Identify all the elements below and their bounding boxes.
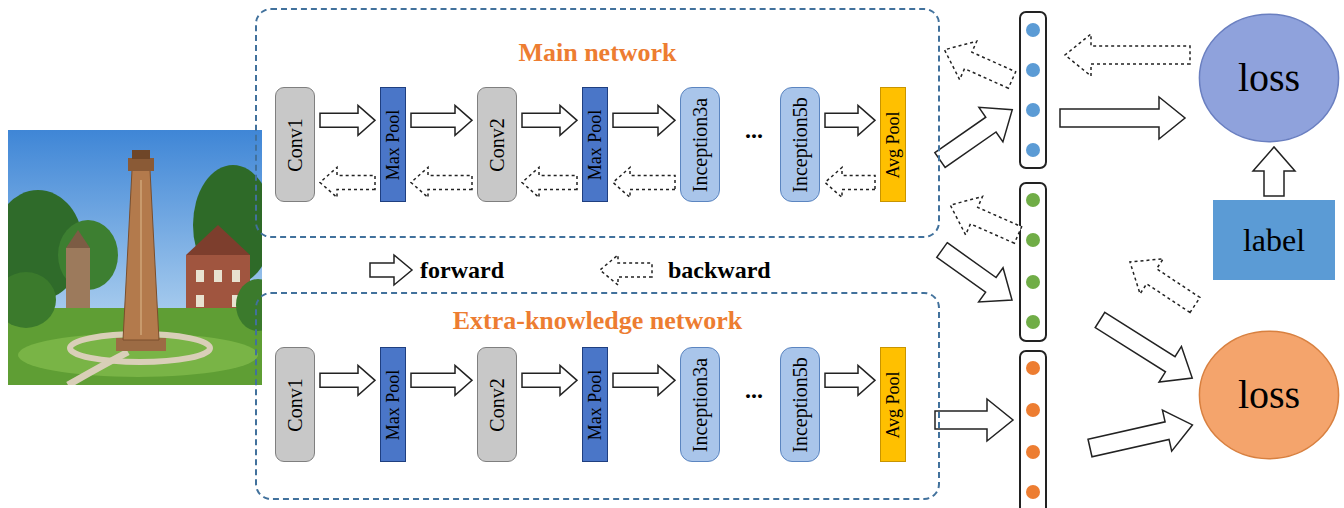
maxpool-box: Max Pool (582, 347, 608, 462)
feature-vector (1020, 351, 1046, 508)
node-text: label (1243, 224, 1305, 256)
network-box: Main networkConv1 Max Pool Conv2 Max Pool In… (255, 8, 940, 238)
photo (8, 130, 262, 385)
forward-arrow (613, 365, 675, 395)
forward-arrow (522, 365, 577, 395)
node-text: Avg Pool (884, 371, 902, 438)
avgpool-box: Avg Pool (880, 87, 906, 202)
legend-text: backward (668, 255, 771, 285)
forward-arrow (1060, 97, 1185, 139)
node-text: Conv2 (487, 378, 507, 431)
inception-box: Inception5b (780, 347, 820, 462)
network-title: Main network (257, 40, 938, 66)
loss-ellipse: loss (1198, 13, 1340, 143)
legend-text: forward (420, 255, 504, 285)
node-text: Max Pool (586, 369, 604, 440)
label-box: label (1213, 200, 1335, 280)
conv-box: Conv1 (275, 87, 315, 202)
avgpool-box: Avg Pool (880, 347, 906, 462)
node-text: Max Pool (586, 109, 604, 180)
forward-arrow (928, 93, 1024, 178)
loss-ellipse: loss (1198, 330, 1340, 460)
legend-arrow (600, 255, 652, 285)
conv-box: Conv2 (477, 87, 517, 202)
maxpool-box: Max Pool (380, 347, 406, 462)
feature-vector (1020, 12, 1046, 168)
inception-box: Inception5b (780, 87, 820, 202)
forward-arrow (320, 105, 375, 135)
backward-arrow (1118, 244, 1206, 322)
conv-box: Conv1 (275, 347, 315, 462)
forward-arrow (320, 365, 375, 395)
forward-arrow (1253, 147, 1295, 196)
inception-box: Inception3a (680, 87, 720, 202)
node-text: loss (1238, 58, 1300, 98)
forward-arrow (825, 105, 875, 135)
node-text: Max Pool (384, 369, 402, 440)
forward-arrow (613, 105, 675, 135)
legend-arrow (370, 255, 412, 285)
node-text: Conv1 (285, 118, 305, 171)
conv-box: Conv2 (477, 347, 517, 462)
backward-arrow (411, 167, 472, 197)
node-text: Conv2 (487, 118, 507, 171)
forward-arrow (1089, 302, 1204, 396)
network-box: Extra-knowledge networkConv1 Max Pool Conv… (255, 292, 940, 500)
backward-arrow (1065, 34, 1190, 76)
forward-arrow (1085, 404, 1197, 468)
ellipsis-mark: ... (745, 376, 763, 404)
maxpool-box: Max Pool (582, 87, 608, 202)
forward-arrow (411, 365, 472, 395)
node-text: Inception3a (690, 357, 710, 451)
forward-arrow (522, 105, 577, 135)
forward-arrow (411, 105, 472, 135)
backward-arrow (942, 186, 1027, 254)
node-text: Max Pool (384, 109, 402, 180)
node-text: Inception5b (790, 97, 810, 193)
node-text: Inception5b (790, 357, 810, 453)
node-text: Conv1 (285, 378, 305, 431)
forward-arrow (935, 399, 1013, 441)
backward-arrow (522, 167, 577, 197)
node-text: Avg Pool (884, 111, 902, 178)
backward-arrow (613, 167, 675, 197)
network-title: Extra-knowledge network (257, 308, 938, 334)
forward-arrow (930, 233, 1024, 317)
backward-arrow (825, 167, 875, 197)
backward-arrow (320, 167, 375, 197)
inception-box: Inception3a (680, 347, 720, 462)
backward-arrow (936, 31, 1021, 100)
maxpool-box: Max Pool (380, 87, 406, 202)
node-text: Inception3a (690, 97, 710, 191)
ellipsis-mark: ... (745, 116, 763, 144)
node-text: loss (1238, 375, 1300, 415)
forward-arrow (825, 365, 875, 395)
feature-vector (1020, 183, 1046, 341)
